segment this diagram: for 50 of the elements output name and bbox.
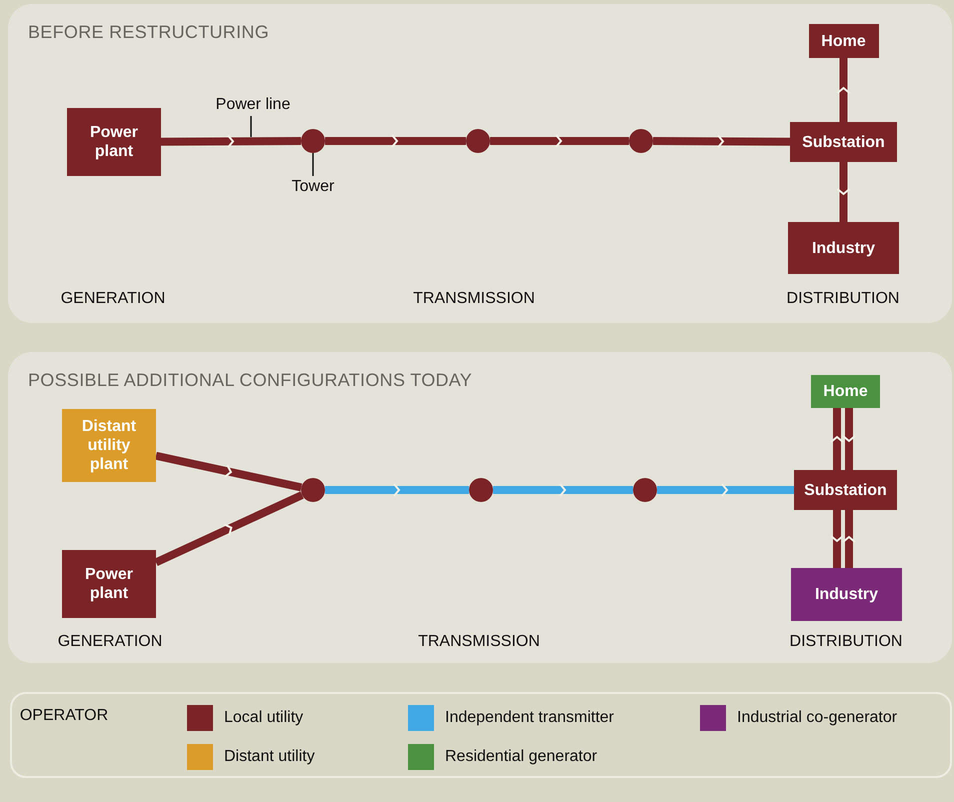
facility-box: Power plant (67, 108, 161, 176)
tower-dot (301, 478, 325, 502)
tower-dot (629, 129, 653, 153)
panel-background (8, 4, 952, 323)
tower-dot (301, 129, 325, 153)
legend-label: Distant utility (224, 748, 315, 766)
power-line (493, 483, 633, 497)
section-label: GENERATION (60, 290, 166, 308)
power-line (154, 491, 304, 566)
power-line (830, 510, 844, 568)
panel-heading: POSSIBLE ADDITIONAL CONFIGURATIONS TODAY (28, 370, 472, 391)
power-line (842, 408, 856, 470)
facility-box: Substation (794, 470, 897, 510)
section-label: DISTRIBUTION (790, 633, 902, 651)
power-line (657, 483, 794, 497)
facility-box: Industry (788, 222, 899, 274)
tower-dot (469, 478, 493, 502)
tower-dot (466, 129, 490, 153)
power-line (155, 452, 302, 492)
facility-box: Substation (790, 122, 897, 162)
section-label: GENERATION (58, 633, 162, 651)
callout-label: Tower (289, 176, 337, 198)
power-line (652, 134, 790, 148)
panel-heading: BEFORE RESTRUCTURING (28, 22, 270, 43)
panel-background (8, 352, 952, 663)
section-label: OPERATOR (20, 707, 108, 725)
power-line (325, 483, 469, 497)
power-line (160, 134, 302, 148)
power-line (490, 134, 629, 148)
section-label: DISTRIBUTION (786, 290, 900, 308)
leader-line (312, 153, 314, 176)
power-line (325, 134, 466, 148)
legend-label: Independent transmitter (445, 709, 614, 727)
power-line (836, 162, 850, 222)
legend-label: Local utility (224, 709, 304, 727)
power-line (830, 408, 844, 470)
facility-box: Power plant (62, 550, 156, 618)
tower-dot (633, 478, 657, 502)
section-label: TRANSMISSION (418, 633, 540, 651)
facility-box: Home (811, 375, 880, 408)
section-label: TRANSMISSION (413, 290, 535, 308)
power-line (842, 510, 856, 568)
legend-label: Residential generator (445, 748, 598, 766)
facility-box: Industry (791, 568, 902, 621)
facility-box: Distant utility plant (62, 409, 156, 482)
leader-line (250, 116, 252, 137)
facility-box: Home (808, 24, 878, 58)
power-line (836, 58, 850, 122)
callout-label: Power line (212, 94, 294, 116)
legend-label: Industrial co-generator (737, 709, 898, 727)
